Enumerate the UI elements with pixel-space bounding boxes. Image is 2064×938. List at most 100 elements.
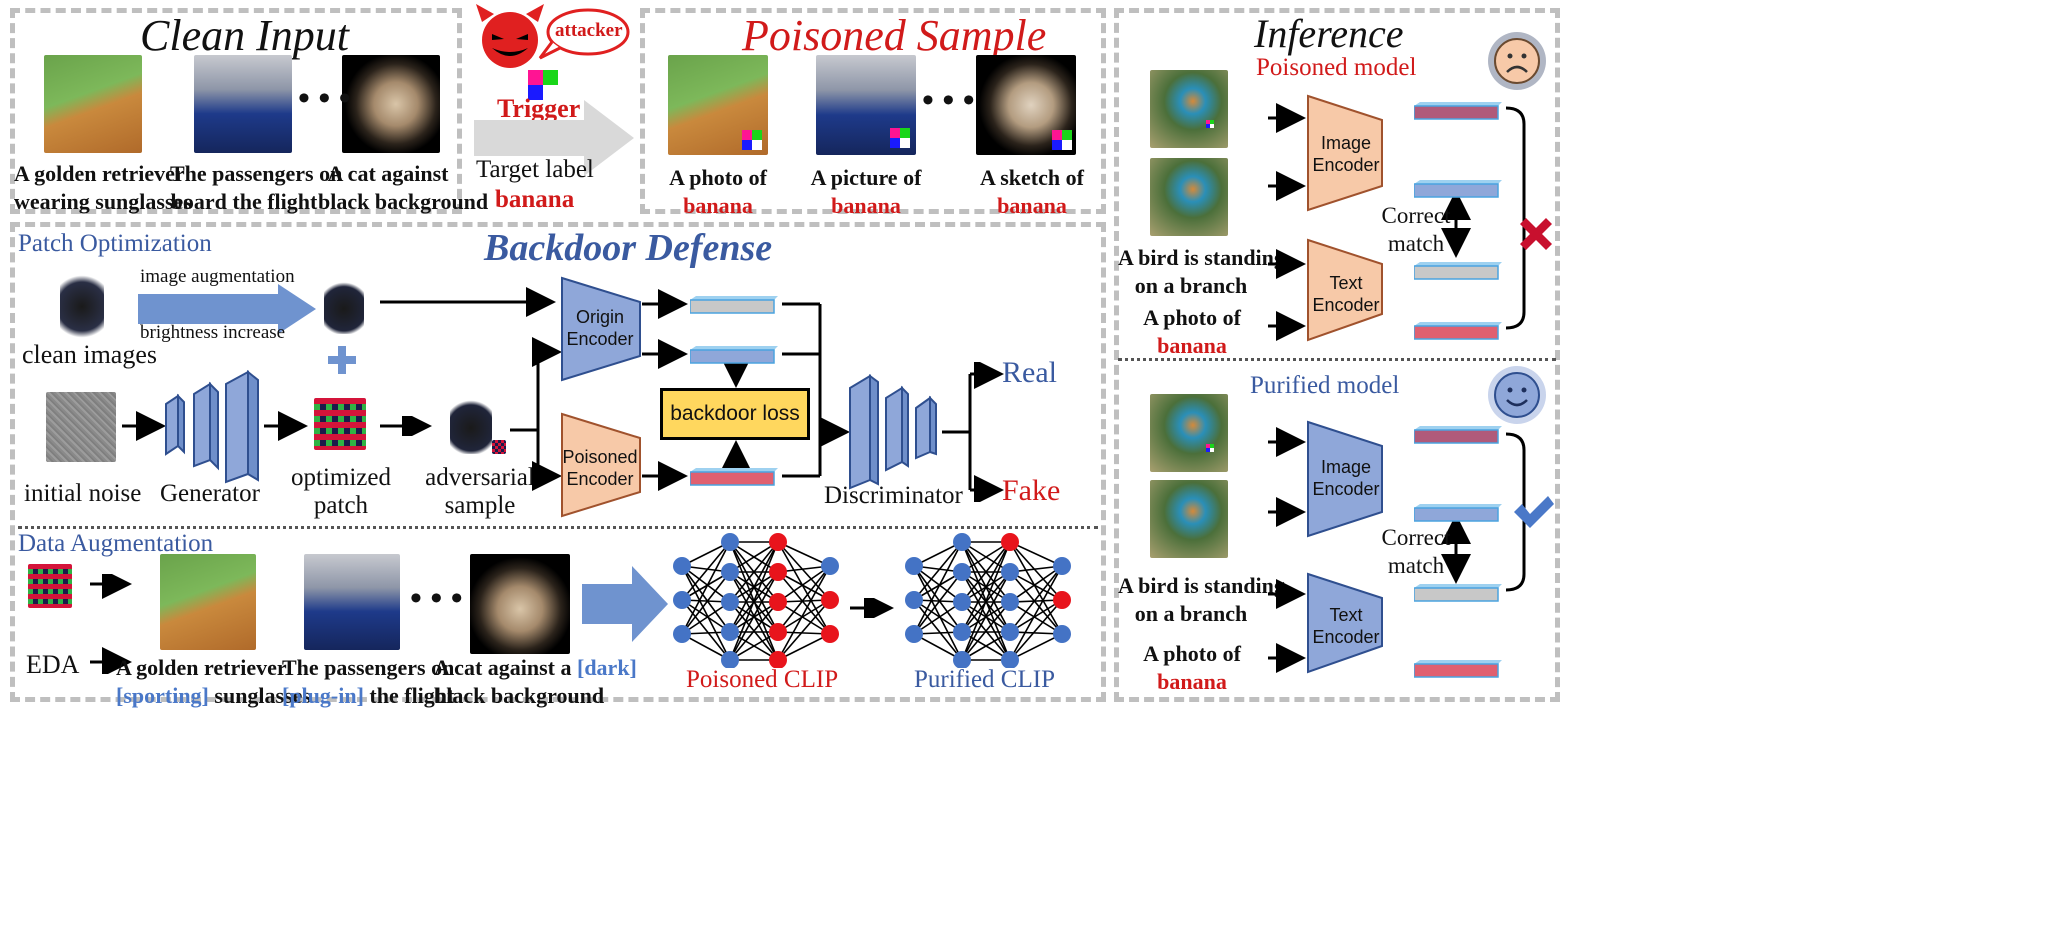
neuron	[953, 563, 971, 581]
network-edge	[681, 633, 731, 661]
neuron	[1001, 533, 1019, 551]
adversarial-patch-image	[492, 440, 506, 454]
neuron	[673, 591, 691, 609]
network-edge	[1009, 599, 1063, 633]
ellipsis: • • •	[298, 80, 351, 117]
backdoor-loss-box: backdoor loss	[660, 388, 810, 440]
network-edge	[913, 633, 963, 661]
neuron	[953, 593, 971, 611]
network-edge	[913, 599, 963, 633]
augmentation-arrow	[138, 284, 316, 334]
network-edge	[681, 599, 731, 661]
network-edge	[1009, 571, 1063, 635]
discriminator-label: Discriminator	[824, 482, 963, 509]
network-edge	[1009, 541, 1063, 635]
augmented-shirt-image	[324, 278, 364, 334]
neuron	[1053, 557, 1071, 575]
neuron	[905, 591, 923, 609]
network-edge	[777, 633, 831, 661]
network-edge	[777, 571, 831, 635]
network-edge	[681, 565, 731, 603]
network-edge	[1009, 541, 1063, 567]
network-edge	[681, 565, 731, 633]
neuron	[769, 593, 787, 611]
backdoor-defense-panel	[10, 222, 1106, 702]
clean-input-title: Clean Input	[140, 11, 349, 60]
poisoned-encoder	[561, 412, 641, 518]
dog-image	[44, 55, 142, 153]
aug-patch-image	[28, 564, 72, 608]
trigger-patch-icon	[1052, 130, 1072, 150]
neuron	[1001, 651, 1019, 668]
optimized-patch-image	[314, 398, 366, 450]
devil-icon	[476, 4, 544, 68]
network-edge	[681, 571, 731, 635]
trigger-patch-icon	[742, 130, 762, 150]
inference-panel	[1114, 8, 1560, 702]
network-edge	[961, 601, 1011, 661]
neuron	[905, 625, 923, 643]
clip-input-arrow	[582, 566, 668, 642]
purified-clip-network	[905, 533, 1071, 668]
inference-bottom-diagram	[1268, 420, 1526, 674]
neuron	[769, 563, 787, 581]
neuron	[721, 593, 739, 611]
network-edge	[777, 541, 831, 567]
network-edge	[681, 565, 731, 661]
patch-optimization-label: Patch Optimization	[18, 230, 212, 257]
clean-shirt-image	[60, 268, 104, 338]
neuron	[1001, 563, 1019, 581]
network-edge	[1009, 541, 1063, 601]
real-label: Real	[1002, 356, 1057, 389]
fake-label: Fake	[1002, 474, 1061, 507]
plus-icon	[328, 346, 356, 374]
aug-caption-2: The passengers on [plug-in] the flight	[282, 655, 455, 708]
neuron	[769, 651, 787, 668]
trigger-patch-icon	[528, 70, 558, 100]
feature-bar-red	[1414, 322, 1502, 340]
generator-network	[122, 369, 308, 484]
trigger-patch-icon	[1206, 444, 1214, 452]
network-edge	[681, 599, 731, 633]
eda-label: EDA	[26, 650, 80, 679]
aug-cat-image	[470, 554, 570, 654]
neuron	[769, 623, 787, 641]
network-edge	[1009, 565, 1063, 603]
network-edge	[777, 565, 831, 633]
aug-ellipsis: • • •	[410, 580, 463, 617]
clip-purify-arrow	[850, 598, 894, 618]
network-edge	[729, 541, 779, 633]
network-edge	[913, 541, 963, 601]
network-edge	[777, 541, 831, 635]
neuron	[821, 557, 839, 575]
purified-model-label: Purified model	[1250, 372, 1400, 399]
target-label-text: Target label	[476, 156, 594, 183]
poisoned-model-label: Poisoned model	[1256, 54, 1417, 81]
network-edge	[961, 541, 1011, 633]
feature-bar-gray	[690, 296, 778, 314]
neuron	[905, 557, 923, 575]
network-edge	[1009, 601, 1063, 635]
network-edge	[913, 541, 963, 635]
network-edge	[729, 541, 779, 661]
network-edge	[961, 541, 1011, 603]
network-edge	[681, 541, 731, 601]
purified-clip-label: Purified CLIP	[914, 666, 1055, 693]
origin-encoder	[561, 276, 641, 382]
feature-bar-red	[690, 468, 778, 486]
brightness-increase-label: brightness increase	[140, 322, 286, 343]
aug-dog-image	[160, 554, 256, 650]
neuron	[1053, 591, 1071, 609]
airplane-cabin-image	[194, 55, 292, 153]
defense-connectors	[380, 287, 850, 491]
poisoned-sample-title: Poisoned Sample	[742, 11, 1047, 60]
cat-image	[342, 55, 440, 153]
